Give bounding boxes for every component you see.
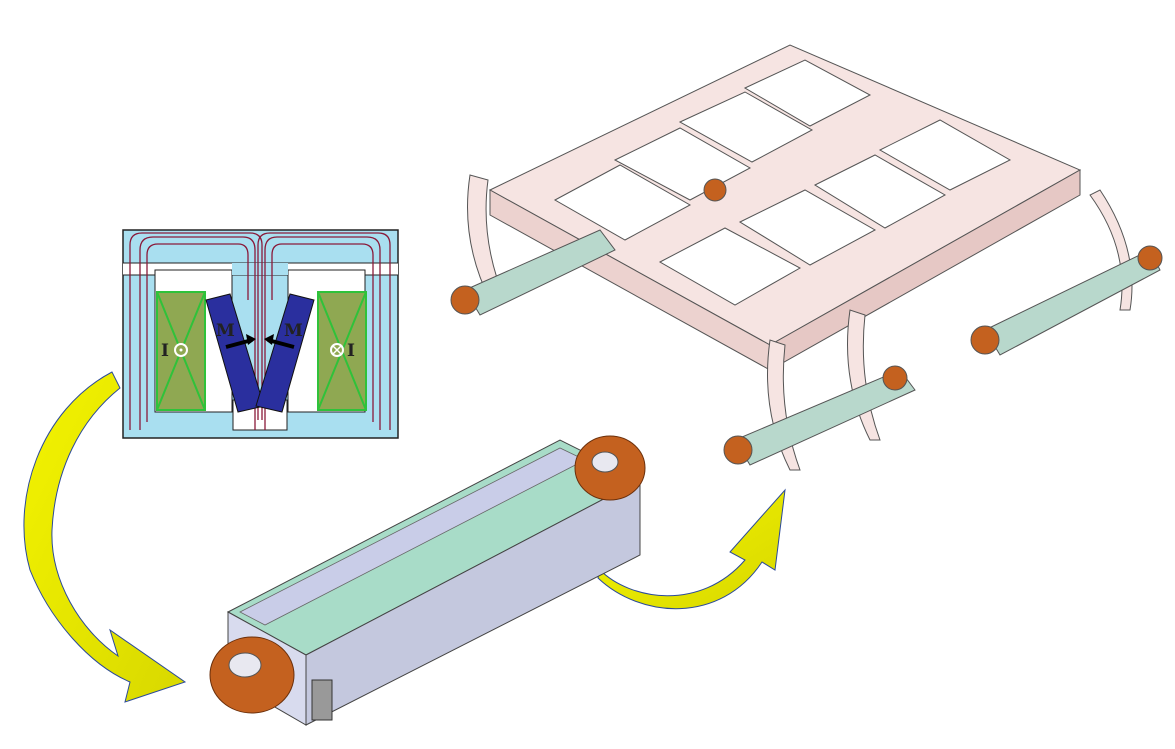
curved-arrow-right: [597, 488, 786, 610]
magnet-right: M: [255, 293, 315, 413]
flux-lines: [129, 232, 391, 430]
coil-right: I: [317, 291, 367, 411]
curved-arrow-left: [23, 371, 187, 703]
magnet-right-label: M: [284, 321, 303, 341]
magnet-schematic: I I M M: [122, 229, 399, 439]
magnet-left-label: M: [216, 321, 235, 341]
end-coil: [970, 325, 1000, 355]
end-coil: [450, 285, 480, 315]
end-coil: [723, 435, 753, 465]
magnet-left: M: [205, 293, 265, 413]
levitation-module: [209, 435, 646, 726]
bogie-frame: [450, 44, 1163, 471]
coil-right-label: I: [347, 341, 355, 361]
coil-left-label: I: [161, 341, 169, 361]
connector: [311, 679, 333, 721]
coil-left: I: [156, 291, 206, 411]
